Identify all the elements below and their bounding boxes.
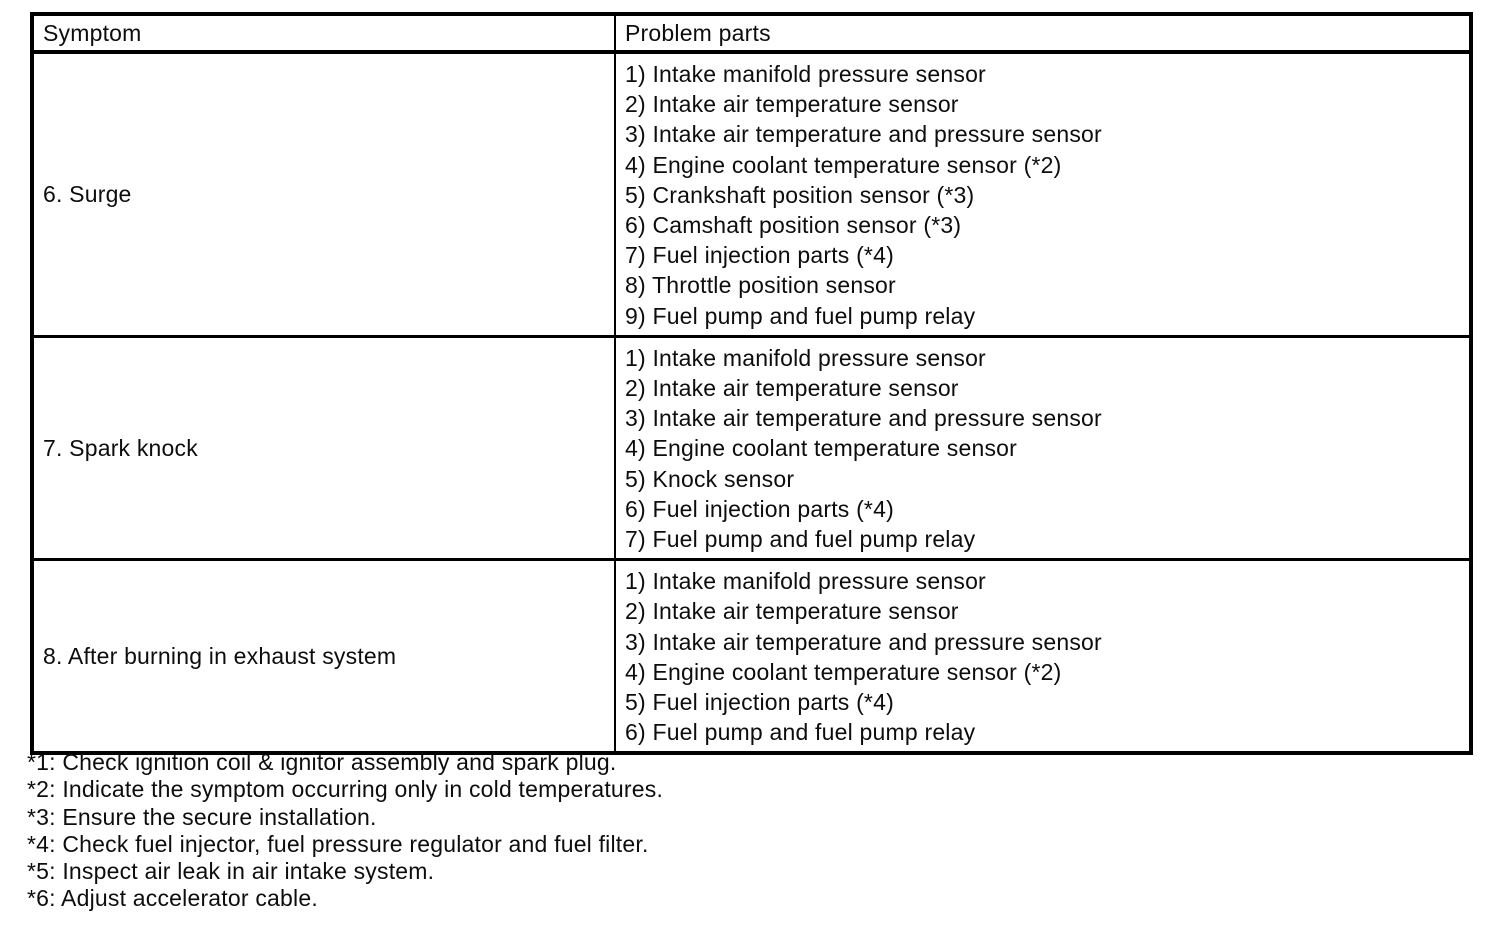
footnote-2: *2: Indicate the symptom occurring only … [27, 776, 664, 803]
part-item: 5) Fuel injection parts (*4) [625, 689, 894, 716]
part-item: 5) Crankshaft position sensor (*3) [625, 181, 975, 208]
footnote-4: *4: Check fuel injector, fuel pressure r… [27, 830, 649, 857]
part-item: 9) Fuel pump and fuel pump relay [625, 302, 976, 329]
footnote-5: *5: Inspect air leak in air intake syste… [27, 858, 435, 885]
part-item: 6) Fuel injection parts (*4) [625, 495, 894, 522]
table-row-surge: 6. Surge 1) Intake manifold pressure sen… [32, 52, 1471, 337]
footnote-3: *3: Ensure the secure installation. [27, 803, 377, 830]
symptom-problem-parts-table: Symptom Problem parts 6. Surge 1) Intake… [30, 12, 1473, 756]
part-item: 6) Fuel pump and fuel pump relay [625, 719, 976, 746]
symptom-cell-after-burning: 8. After burning in exhaust system [43, 642, 397, 669]
part-item: 3) Intake air temperature and pressure s… [625, 405, 1102, 432]
parts-cell-surge: 1) Intake manifold pressure sensor 2) In… [614, 52, 1471, 337]
part-item: 4) Engine coolant temperature sensor (*2… [625, 151, 1062, 178]
symptom-cell-spark-knock: 7. Spark knock [43, 434, 198, 461]
symptom-cell-surge: 6. Surge [43, 180, 132, 207]
footnote-1: *1: Check ignition coil & ignitor assemb… [27, 749, 617, 775]
part-item: 3) Intake air temperature and pressure s… [625, 121, 1102, 148]
part-item: 7) Fuel injection parts (*4) [625, 242, 894, 269]
table-header-row: Symptom Problem parts [32, 14, 1471, 54]
part-item: 2) Intake air temperature sensor [625, 375, 959, 402]
part-item: 8) Throttle position sensor [625, 272, 896, 299]
part-item: 6) Camshaft position sensor (*3) [625, 212, 962, 239]
footnotes-block: *1: Check ignition coil & ignitor assemb… [27, 749, 663, 913]
footnote-6: *6: Adjust accelerator cable. [27, 885, 318, 912]
part-item: 1) Intake manifold pressure sensor [625, 344, 986, 371]
part-item: 5) Knock sensor [625, 465, 795, 492]
parts-cell-spark-knock: 1) Intake manifold pressure sensor 2) In… [614, 336, 1471, 560]
table-row-spark-knock: 7. Spark knock 1) Intake manifold pressu… [32, 336, 1471, 560]
parts-cell-after-burning: 1) Intake manifold pressure sensor 2) In… [614, 559, 1471, 754]
part-item: 1) Intake manifold pressure sensor [625, 568, 986, 595]
part-item: 2) Intake air temperature sensor [625, 91, 959, 118]
column-header-symptom: Symptom [32, 14, 615, 54]
part-item: 3) Intake air temperature and pressure s… [625, 628, 1102, 655]
part-item: 7) Fuel pump and fuel pump relay [625, 526, 976, 553]
part-item: 4) Engine coolant temperature sensor (*2… [625, 658, 1062, 685]
part-item: 2) Intake air temperature sensor [625, 598, 959, 625]
part-item: 1) Intake manifold pressure sensor [625, 61, 986, 87]
table-row-after-burning: 8. After burning in exhaust system 1) In… [32, 559, 1471, 754]
part-item: 4) Engine coolant temperature sensor [625, 435, 1018, 462]
column-header-problem-parts: Problem parts [614, 14, 1471, 54]
